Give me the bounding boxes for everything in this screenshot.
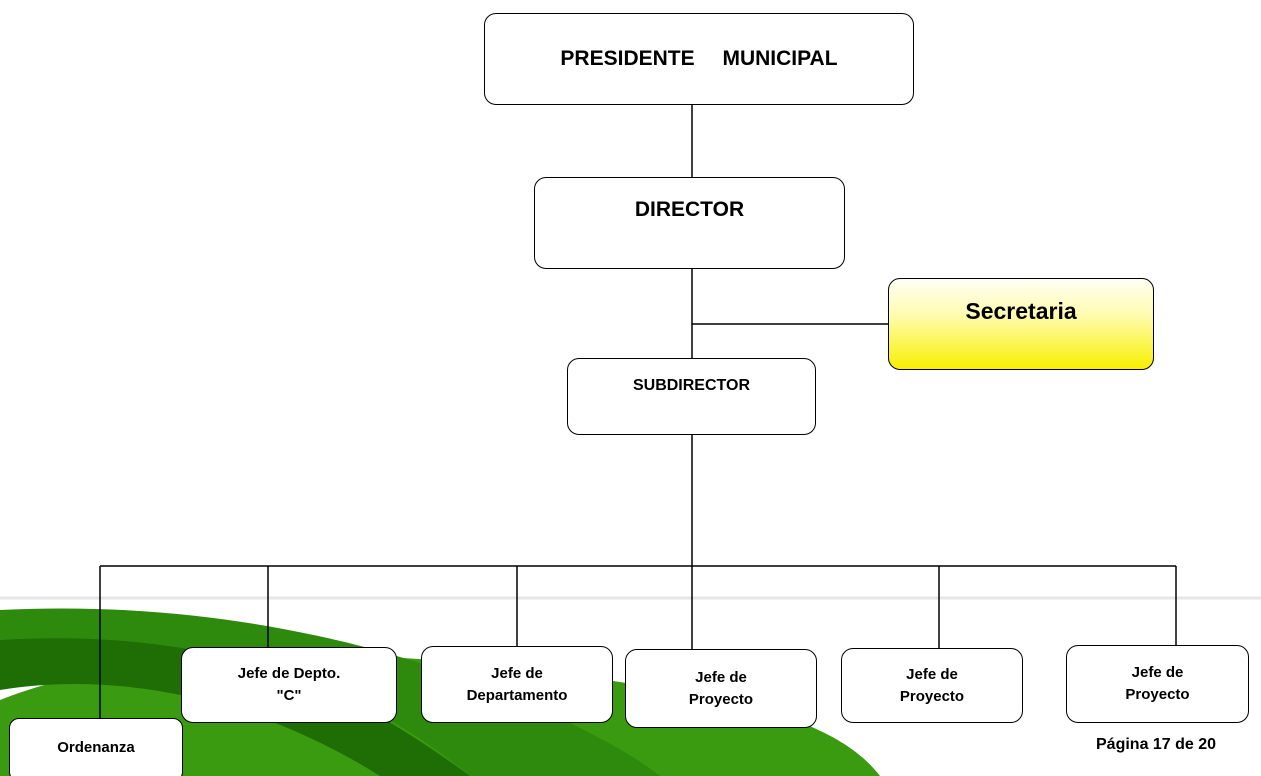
president-box: PRESIDENTE MUNICIPAL	[484, 13, 914, 105]
ordenanza-label: Ordenanza	[57, 739, 135, 756]
jefe-departamento-box: Jefe de Departamento	[421, 646, 613, 723]
jefe-proyecto-box-2: Jefe de Proyecto	[841, 648, 1023, 723]
swoosh-mid-band	[0, 608, 660, 776]
jefe-depto-c-box: Jefe de Depto. "C"	[181, 647, 397, 723]
secretaria-label: Secretaria	[965, 298, 1077, 324]
jefe-proyecto-1-line1: Jefe de	[695, 668, 747, 686]
subdirector-box: SUBDIRECTOR	[567, 358, 816, 435]
jefe-proyecto-2-line1: Jefe de	[906, 665, 958, 683]
jefe-proyecto-3-line1: Jefe de	[1131, 664, 1184, 682]
jefe-proyecto-box-3: Jefe de Proyecto	[1066, 645, 1249, 723]
jefe-proyecto-box-1: Jefe de Proyecto	[625, 649, 817, 728]
secretaria-box: Secretaria	[888, 278, 1154, 370]
jefe-proyecto-2-line2: Proyecto	[899, 687, 965, 705]
page-number: Página 17 de 20	[1096, 736, 1217, 753]
jefe-depto-c-line1: Jefe de Depto.	[237, 665, 341, 683]
subdirector-label: SUBDIRECTOR	[632, 377, 751, 394]
jefe-departamento-line2: Departamento	[466, 686, 568, 704]
jefe-proyecto-1-line2: Proyecto	[688, 690, 754, 708]
jefe-proyecto-3-line2: Proyecto	[1125, 686, 1190, 703]
director-label: DIRECTOR	[634, 198, 745, 221]
jefe-departamento-line1: Jefe de	[491, 664, 543, 682]
president-label: PRESIDENTE MUNICIPAL	[560, 46, 838, 70]
director-box: DIRECTOR	[534, 177, 845, 269]
jefe-depto-c-line2: "C"	[276, 687, 302, 704]
ordenanza-box: Ordenanza	[9, 718, 183, 776]
